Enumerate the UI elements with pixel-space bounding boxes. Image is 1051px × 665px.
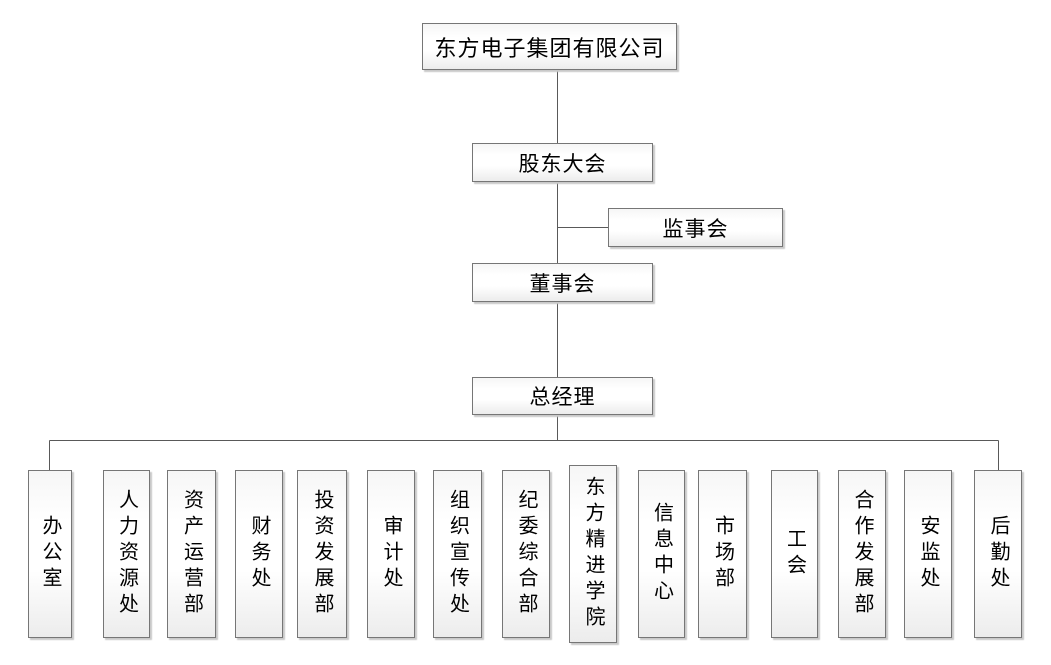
dept-organization-publicity: 组织宣传处 xyxy=(433,470,482,638)
dept-discipline-committee-general-label: 纪委综合部 xyxy=(515,489,537,619)
org-node-shareholders-meeting-label: 股东大会 xyxy=(518,151,607,176)
org-node-general-manager-label: 总经理 xyxy=(529,385,596,409)
org-node-shareholders-meeting: 股东大会 xyxy=(472,143,653,182)
dept-safety-supervision: 安监处 xyxy=(904,470,952,638)
dept-audit-label: 审计处 xyxy=(380,515,402,593)
dept-cooperation-development-label: 合作发展部 xyxy=(851,489,873,619)
dept-asset-operations-label: 资产运营部 xyxy=(180,489,203,619)
org-node-supervisory-board-label: 监事会 xyxy=(662,216,729,241)
dept-labor-union: 工会 xyxy=(771,470,818,638)
dept-dongfang-jingjin-academy-label: 东方精进学院 xyxy=(582,476,604,632)
dept-asset-operations: 资产运营部 xyxy=(167,470,216,638)
dept-human-resources: 人力资源处 xyxy=(103,470,150,638)
org-node-company: 东方电子集团有限公司 xyxy=(422,23,677,70)
dept-logistics-label: 后勤处 xyxy=(987,515,1009,593)
org-node-board-of-directors: 董事会 xyxy=(472,263,653,302)
dept-office: 办公室 xyxy=(28,470,72,638)
dept-audit: 审计处 xyxy=(367,470,415,638)
org-node-board-of-directors-label: 董事会 xyxy=(529,271,596,296)
dept-discipline-committee-general: 纪委综合部 xyxy=(502,470,550,638)
dept-information-center-label: 信息中心 xyxy=(650,502,673,606)
dept-cooperation-development: 合作发展部 xyxy=(838,470,886,638)
dept-information-center: 信息中心 xyxy=(638,470,685,638)
org-node-supervisory-board: 监事会 xyxy=(608,208,783,247)
dept-finance: 财务处 xyxy=(235,470,283,638)
dept-organization-publicity-label: 组织宣传处 xyxy=(446,489,469,619)
dept-investment-development-label: 投资发展部 xyxy=(311,489,333,619)
dept-marketing-label: 市场部 xyxy=(711,515,734,593)
dept-safety-supervision-label: 安监处 xyxy=(917,515,939,593)
dept-marketing: 市场部 xyxy=(698,470,747,638)
dept-dongfang-jingjin-academy: 东方精进学院 xyxy=(569,465,617,643)
org-node-general-manager: 总经理 xyxy=(472,377,653,415)
dept-office-label: 办公室 xyxy=(39,515,61,593)
dept-investment-development: 投资发展部 xyxy=(297,470,347,638)
dept-logistics: 后勤处 xyxy=(974,470,1022,638)
dept-labor-union-label: 工会 xyxy=(783,528,806,580)
dept-finance-label: 财务处 xyxy=(248,515,270,593)
org-node-company-label: 东方电子集团有限公司 xyxy=(434,35,665,61)
dept-human-resources-label: 人力资源处 xyxy=(115,489,138,619)
